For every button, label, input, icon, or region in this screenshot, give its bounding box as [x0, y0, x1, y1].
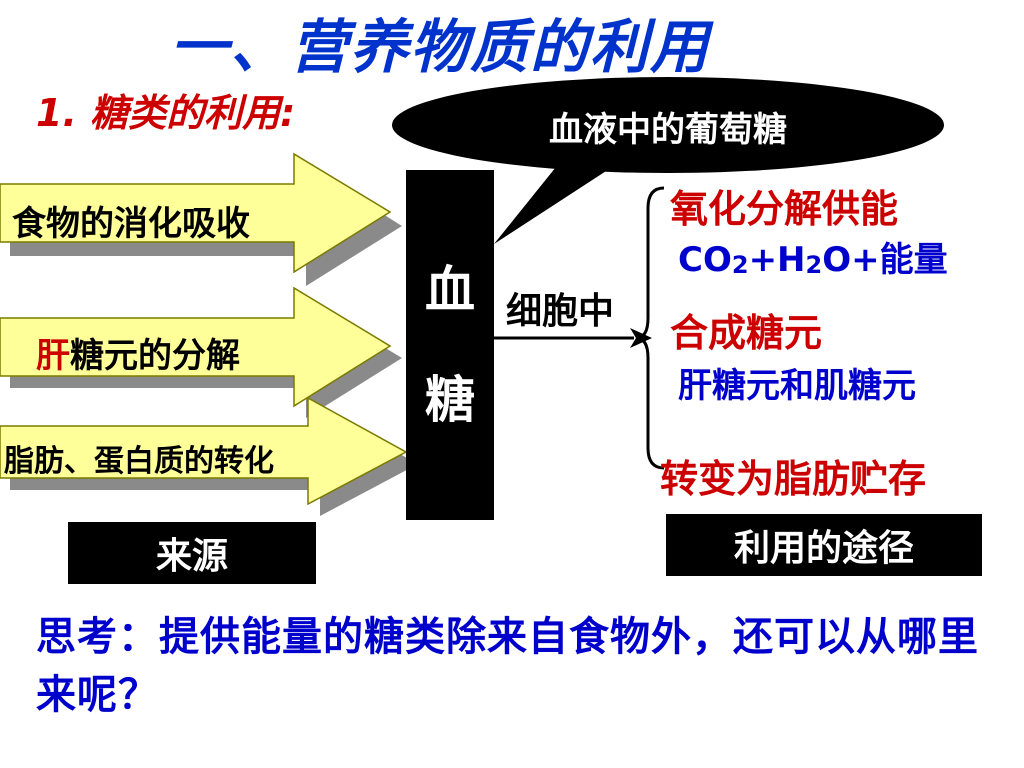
bubble-ellipse: [392, 77, 944, 173]
sub-2a: 2: [731, 251, 749, 279]
arrow-fat: [0, 396, 408, 506]
arrow-glycogen: [0, 286, 392, 408]
bubble-tail: [494, 162, 620, 244]
source-food-label: 食物的消化吸收: [12, 204, 250, 244]
source-label-box: 来源: [68, 522, 316, 584]
liver-char: 肝: [36, 336, 70, 376]
h-text: +H: [748, 240, 806, 280]
question-text: 思考：提供能量的糖类除来自食物外，还可以从哪里来呢？: [36, 614, 979, 718]
glycogen-rest: 糖元的分解: [70, 336, 240, 376]
use-synthesis: 合成糖元: [670, 311, 823, 355]
section-subtitle: 1. 糖类的利用:: [36, 91, 296, 135]
synthesis-detail: 肝糖元和肌糖元: [678, 366, 916, 406]
bubble-text: 血液中的葡萄糖: [549, 110, 787, 150]
source-arrows: [0, 152, 408, 506]
arrow-food: [0, 152, 392, 274]
use-fat-storage: 转变为脂肪贮存: [660, 457, 927, 501]
sub-2b: 2: [805, 251, 823, 279]
use-oxidation: 氧化分解供能: [670, 187, 899, 231]
blood-sugar-box: 血 糖: [406, 170, 494, 520]
cell-label: 细胞中: [506, 291, 615, 332]
co-text: CO: [678, 240, 732, 280]
sugar-char: 糖: [425, 371, 475, 429]
source-fat-label: 脂肪、蛋白质的转化: [4, 444, 274, 479]
usage-brace: [635, 186, 665, 470]
page-title: 一、营养物质的利用: [170, 13, 711, 81]
usage-label-box: 利用的途径: [666, 514, 982, 576]
o-energy-text: O+能量: [822, 240, 948, 280]
oxidation-products: CO2+H2O+能量: [678, 232, 948, 281]
blood-char: 血: [425, 261, 475, 319]
source-glycogen-label: 肝糖元的分解: [36, 328, 240, 377]
